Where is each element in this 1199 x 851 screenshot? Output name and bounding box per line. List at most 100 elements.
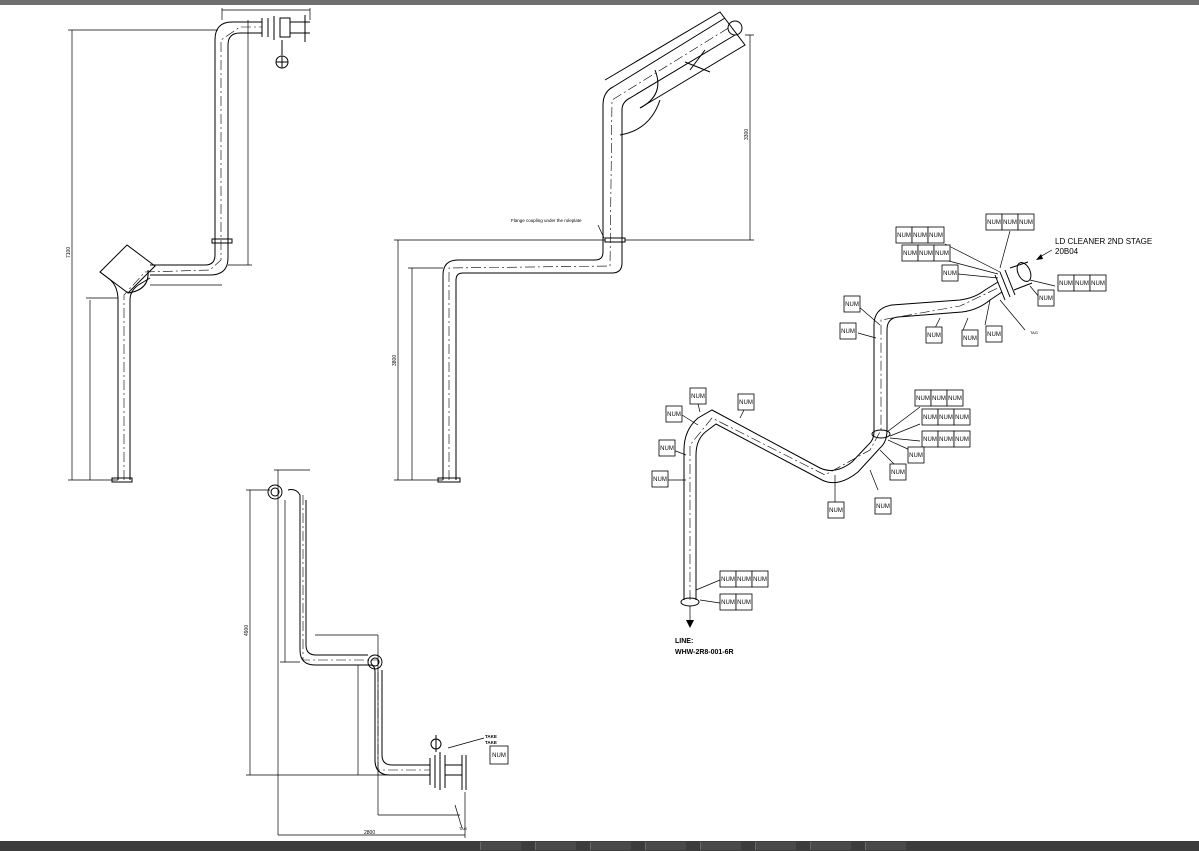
status-segment[interactable] bbox=[480, 842, 521, 850]
svg-text:NUM: NUM bbox=[667, 412, 681, 418]
num-tag[interactable]: NUM bbox=[839, 322, 857, 340]
svg-text:NUM: NUM bbox=[923, 415, 937, 421]
num-tag[interactable]: NUM bbox=[921, 408, 939, 426]
svg-text:NUM: NUM bbox=[919, 251, 933, 257]
svg-text:NUM: NUM bbox=[929, 233, 943, 239]
num-tag[interactable]: NUM bbox=[907, 446, 925, 464]
pipe-view-2: 3800 3300 Flange coupling under the role… bbox=[392, 11, 754, 483]
svg-text:NUM: NUM bbox=[916, 396, 930, 402]
svg-text:NUM: NUM bbox=[1019, 220, 1033, 226]
num-tag[interactable]: NUM bbox=[895, 226, 913, 244]
num-tag[interactable]: NUM bbox=[658, 439, 676, 457]
status-segment[interactable] bbox=[590, 842, 631, 850]
num-tag[interactable]: NUM bbox=[1089, 274, 1107, 292]
svg-text:NUM: NUM bbox=[753, 577, 767, 583]
num-tag[interactable]: NUM bbox=[827, 501, 845, 519]
pipe-view-4: LINE: WHW-2R8-001-6R LD CLEANER 2ND STAG… bbox=[667, 230, 1152, 656]
num-tag[interactable]: NUM bbox=[874, 497, 892, 515]
svg-text:NUM: NUM bbox=[492, 753, 506, 759]
num-tag[interactable]: NUM bbox=[1017, 213, 1035, 231]
num-tag[interactable]: NUM bbox=[937, 408, 955, 426]
svg-text:NUM: NUM bbox=[660, 446, 674, 452]
top-window-bar bbox=[0, 0, 1199, 5]
num-tag[interactable]: NUM bbox=[911, 226, 929, 244]
svg-text:NUM: NUM bbox=[841, 329, 855, 335]
num-tag[interactable]: NUM bbox=[927, 226, 945, 244]
svg-text:NUM: NUM bbox=[653, 477, 667, 483]
take-label-1: TAKE bbox=[485, 734, 497, 739]
svg-text:NUM: NUM bbox=[891, 470, 905, 476]
num-tag[interactable]: NUM bbox=[843, 295, 861, 313]
svg-text:NUM: NUM bbox=[1075, 281, 1089, 287]
status-segment[interactable] bbox=[865, 842, 906, 850]
status-bar bbox=[0, 841, 1199, 851]
status-segment[interactable] bbox=[755, 842, 796, 850]
num-tag[interactable]: NUM bbox=[651, 470, 669, 488]
num-tag[interactable]: NUM bbox=[751, 570, 769, 588]
num-tag[interactable]: NUM bbox=[889, 463, 907, 481]
num-tag[interactable]: NUM bbox=[937, 430, 955, 448]
svg-text:NUM: NUM bbox=[1039, 296, 1053, 302]
num-tag[interactable]: NUM bbox=[735, 593, 753, 611]
pipe-view-3: 4900 2800 TAKE TAKE NUM TAG bbox=[244, 469, 509, 838]
dim-label-2800: 2800 bbox=[364, 830, 375, 836]
num-tag[interactable]: NUM bbox=[930, 389, 948, 407]
svg-text:NUM: NUM bbox=[987, 332, 1001, 338]
status-segment[interactable] bbox=[810, 842, 851, 850]
num-tag[interactable]: NUM bbox=[1001, 213, 1019, 231]
num-tag[interactable]: NUM bbox=[946, 389, 964, 407]
valve-tag[interactable]: NUM bbox=[489, 745, 509, 765]
num-tag[interactable]: NUM bbox=[719, 593, 737, 611]
num-tag[interactable]: NUM bbox=[735, 570, 753, 588]
svg-text:NUM: NUM bbox=[1059, 281, 1073, 287]
num-tag[interactable]: NUM bbox=[1073, 274, 1091, 292]
pipe-view-1: 7100 bbox=[66, 8, 311, 483]
dim-label-7100: 7100 bbox=[66, 247, 72, 258]
svg-text:NUM: NUM bbox=[948, 396, 962, 402]
num-tag[interactable]: NUM bbox=[985, 325, 1003, 343]
svg-text:NUM: NUM bbox=[737, 600, 751, 606]
take-label-2: TAKE bbox=[485, 740, 497, 745]
num-tag[interactable]: NUM bbox=[985, 213, 1003, 231]
status-segment[interactable] bbox=[700, 842, 741, 850]
svg-text:NUM: NUM bbox=[939, 437, 953, 443]
equipment-label-line2: 20B04 bbox=[1055, 247, 1079, 256]
status-segment[interactable] bbox=[645, 842, 686, 850]
svg-text:NUM: NUM bbox=[932, 396, 946, 402]
num-tag[interactable]: NUM bbox=[689, 387, 707, 405]
svg-text:NUM: NUM bbox=[739, 400, 753, 406]
num-tag[interactable]: NUM bbox=[953, 430, 971, 448]
svg-text:NUM: NUM bbox=[876, 504, 890, 510]
num-tag[interactable]: NUM bbox=[925, 326, 943, 344]
svg-text:NUM: NUM bbox=[963, 336, 977, 342]
num-tag[interactable]: NUM bbox=[917, 244, 935, 262]
equipment-label-line1: LD CLEANER 2ND STAGE bbox=[1055, 237, 1152, 246]
num-tag-group: NUM NUM NUM NUM NUM NUM NUM NUM NUM NUM … bbox=[651, 213, 1107, 611]
num-tag[interactable]: NUM bbox=[933, 244, 951, 262]
svg-text:NUM: NUM bbox=[939, 415, 953, 421]
num-tag[interactable]: NUM bbox=[719, 570, 737, 588]
num-tag[interactable]: NUM bbox=[665, 405, 683, 423]
dim-label-3800: 3800 bbox=[392, 355, 398, 366]
num-tag[interactable]: NUM bbox=[921, 430, 939, 448]
num-tag[interactable]: NUM bbox=[914, 389, 932, 407]
dim-label-3300: 3300 bbox=[744, 129, 750, 140]
flange-note: Flange coupling under the roleplate bbox=[511, 218, 582, 223]
num-tag[interactable]: NUM bbox=[1037, 289, 1055, 307]
svg-text:NUM: NUM bbox=[913, 233, 927, 239]
tag-small-2: TAG bbox=[1030, 330, 1038, 335]
svg-text:NUM: NUM bbox=[943, 271, 957, 277]
num-tag[interactable]: NUM bbox=[961, 329, 979, 347]
num-tag[interactable]: NUM bbox=[737, 393, 755, 411]
svg-text:NUM: NUM bbox=[845, 302, 859, 308]
drawing-canvas[interactable]: 7100 3800 3300 Flange coupling under the… bbox=[0, 5, 1199, 841]
tag-small-1: TAG bbox=[459, 826, 467, 831]
num-tag[interactable]: NUM bbox=[901, 244, 919, 262]
status-segment[interactable] bbox=[535, 842, 576, 850]
svg-text:NUM: NUM bbox=[829, 508, 843, 514]
num-tag[interactable]: NUM bbox=[1057, 274, 1075, 292]
num-tag[interactable]: NUM bbox=[941, 264, 959, 282]
num-tag[interactable]: NUM bbox=[953, 408, 971, 426]
svg-text:NUM: NUM bbox=[927, 333, 941, 339]
svg-text:NUM: NUM bbox=[903, 251, 917, 257]
